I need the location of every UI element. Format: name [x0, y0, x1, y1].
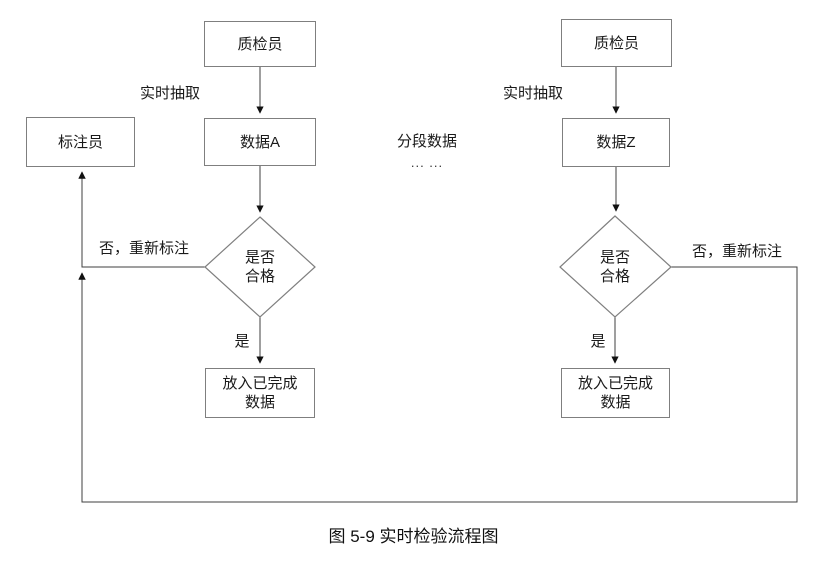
node-right-done: 放入已完成 数据	[561, 368, 670, 418]
label-left-yes: 是	[234, 333, 250, 350]
node-left-done-line1: 放入已完成	[222, 375, 298, 392]
decision-right-label: 是否 合格	[560, 229, 670, 305]
decision-diamond-right	[559, 215, 672, 318]
decision-right-line1: 是否	[599, 249, 630, 266]
decision-diamond-left	[204, 216, 316, 318]
label-right-extract: 实时抽取	[502, 85, 563, 102]
label-right-no: 否，重新标注	[691, 243, 782, 260]
node-right-data: 数据Z	[562, 118, 670, 167]
label-segment-ellipsis: ... ...	[410, 155, 444, 170]
node-right-done-line2: 数据	[600, 394, 631, 411]
node-right-data-label: 数据Z	[596, 134, 636, 151]
decision-left-line2: 合格	[244, 268, 275, 285]
figure-caption: 图 5-9 实时检验流程图	[328, 527, 499, 546]
decision-left-line1: 是否	[244, 249, 275, 266]
node-left-data-label: 数据A	[239, 133, 280, 151]
label-right-yes: 是	[590, 333, 606, 350]
connector-right-decision-no-loop-to-junction	[78, 266, 798, 503]
decision-right-line2: 合格	[599, 268, 630, 285]
label-left-extract: 实时抽取	[139, 85, 200, 102]
decision-left-label: 是否 合格	[205, 229, 315, 305]
connector-left-decision-no-to-annotator	[78, 171, 205, 268]
node-right-inspector: 质检员	[561, 19, 672, 67]
node-left-done-line2: 数据	[244, 394, 275, 411]
node-left-data: 数据A	[204, 118, 316, 166]
label-segment-data: 分段数据	[396, 133, 457, 150]
label-left-no: 否，重新标注	[98, 240, 189, 257]
node-left-inspector-label: 质检员	[237, 35, 283, 53]
node-left-inspector: 质检员	[204, 21, 316, 67]
node-annotator-label: 标注员	[57, 133, 103, 151]
node-right-done-line1: 放入已完成	[577, 375, 653, 392]
node-left-done: 放入已完成 数据	[205, 368, 315, 418]
node-right-inspector-label: 质检员	[593, 34, 639, 52]
node-annotator: 标注员	[26, 117, 135, 167]
